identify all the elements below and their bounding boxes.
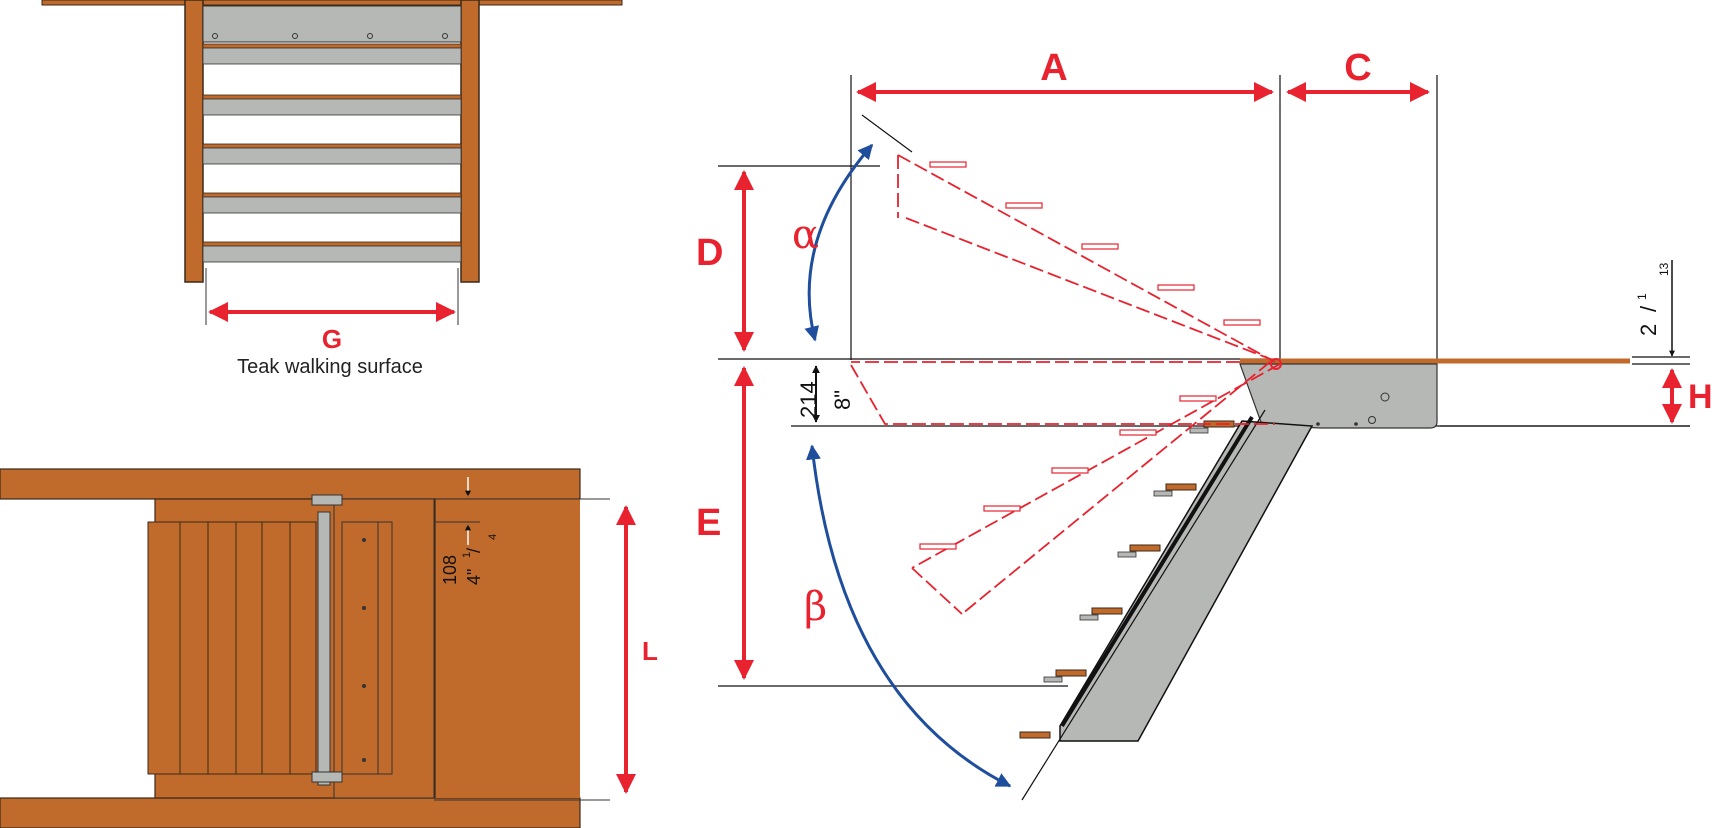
side-view: A C D E H 214 8" 2 / 1 13 <box>696 47 1713 801</box>
hinge-rail <box>317 511 331 786</box>
beta-arc <box>806 444 1012 788</box>
plan-view: 108 4" 1 / 4 L <box>0 468 658 828</box>
label-e: E <box>696 502 721 544</box>
deck-body <box>430 499 580 798</box>
label-c: C <box>1344 47 1371 89</box>
dim-108-frac-num: 1 <box>461 552 473 558</box>
stowed-outline-upper <box>850 154 1279 425</box>
label-d: D <box>696 232 723 274</box>
deck-top <box>0 468 581 500</box>
bolt <box>212 33 218 39</box>
label-beta: β <box>804 584 827 630</box>
caption-teak-surface: Teak walking surface <box>237 356 423 378</box>
deployed-ladder <box>1059 420 1314 742</box>
front-treads <box>202 43 462 263</box>
label-a: A <box>1040 47 1067 89</box>
bolt <box>442 33 448 39</box>
label-l: L <box>642 636 658 666</box>
svg-text:/: / <box>1636 305 1661 312</box>
thickness-den: 13 <box>1657 262 1671 276</box>
dim-214-in: 8" <box>830 390 855 410</box>
label-h: H <box>1688 378 1713 416</box>
dim-108-frac-den: 4 <box>487 534 499 540</box>
bolt <box>292 33 298 39</box>
dim-108-in: 4" <box>464 569 484 585</box>
thickness-num: 1 <box>1635 293 1649 300</box>
label-alpha: α <box>792 212 819 258</box>
top-bracket <box>202 5 462 43</box>
plan-slats <box>147 521 317 775</box>
hinge-pivot <box>1270 358 1282 370</box>
deck-bottom <box>0 797 581 828</box>
front-view: G Teak walking surface <box>41 0 623 378</box>
steel-bracket <box>1239 363 1438 429</box>
left-stringer <box>184 0 204 283</box>
dim-108-mm: 108 <box>440 555 460 585</box>
svg-text:/: / <box>464 548 484 553</box>
label-g: G <box>322 324 342 354</box>
dim-214-mm: 214 <box>796 381 821 418</box>
right-stringer <box>460 0 480 283</box>
bolt <box>367 33 373 39</box>
deck-edge <box>41 0 623 6</box>
thickness-whole: 2 <box>1636 324 1661 336</box>
alpha-arc <box>804 143 874 342</box>
